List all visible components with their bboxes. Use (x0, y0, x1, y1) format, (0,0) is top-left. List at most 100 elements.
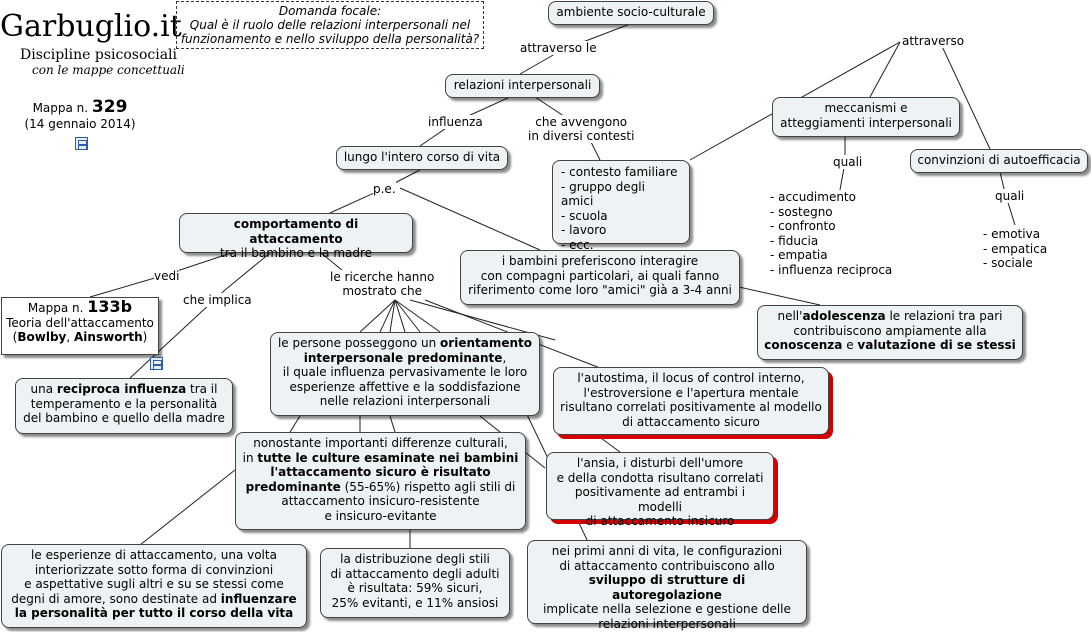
mappa133-paren: ( (12, 330, 18, 344)
map-number: Mappa n. 329 (20, 98, 140, 117)
node-primi-anni[interactable]: nei primi anni di vita, le configurazion… (527, 540, 807, 631)
reciproca-line3: del bambino e quello della madre (23, 411, 225, 425)
distribuzione-line3: è risultata: 59% sicuri, (347, 581, 483, 595)
reciproca-bold: reciproca influenza (56, 382, 187, 396)
persone-bold: orientamento (440, 336, 533, 350)
persone-line5: nelle relazioni interpersonali (319, 394, 491, 408)
node-adolescenza[interactable]: nell'adolescenza le relazioni tra pari c… (757, 305, 1023, 360)
list-autoefficacia: - emotiva - empatica - sociale (983, 227, 1047, 271)
link-che-implica: che implica (183, 293, 252, 307)
nonostante-text: in (242, 450, 258, 465)
node-lungo-corso[interactable]: lungo l'intero corso di vita (336, 146, 508, 170)
reciproca-text: una (30, 382, 57, 396)
mappa133-title: Teoria dell'attaccamento (6, 315, 154, 330)
distribuzione-line4: 25% evitanti, e 11% ansiosi (331, 595, 499, 610)
link-pe: p.e. (373, 182, 396, 196)
nonostante-line6: e insicuro-evitante (324, 508, 437, 523)
map-number-value: 329 (91, 97, 128, 117)
concept-map-icon[interactable] (150, 357, 163, 370)
node-meccanismi[interactable]: meccanismi e atteggiamenti interpersonal… (772, 97, 960, 137)
link-quali-convinzioni: quali (995, 189, 1025, 203)
adolescenza-text: e (842, 338, 858, 352)
nonostante-bold: tutte le culture esaminate nei bambini (257, 450, 519, 465)
mappa133-paren: ) (142, 330, 148, 344)
site-logo-subtitle: Discipline psicosociali (20, 47, 178, 63)
nonostante-line1: nonostante importanti differenze cultura… (253, 436, 508, 450)
bambini-line1: i bambini preferiscono interagire (501, 254, 699, 268)
distribuzione-line2: di attaccamento degli adulti (330, 566, 500, 581)
link-che-avvengono: che avvengono in diversi contesti (528, 115, 635, 143)
node-ansia[interactable]: l'ansia, i disturbi dell'umore e della c… (546, 452, 774, 528)
node-comportamento[interactable]: comportamento di attaccamento tra il bam… (179, 213, 413, 260)
adolescenza-text: nell' (777, 309, 803, 323)
focal-question: Domanda focale: Qual è il ruolo delle re… (176, 1, 484, 49)
persone-text: le persone posseggono un (277, 336, 441, 350)
ansia-line3: positivamente ad entrambi i modelli (574, 485, 746, 514)
focal-question-label: Domanda focale: (278, 4, 382, 18)
nonostante-bold: l'attaccamento sicuro è risultato (270, 465, 491, 479)
link-ricerche-1: le ricerche hanno (330, 270, 435, 284)
nonostante-line5: attaccamento insicuro-resistente (281, 494, 480, 508)
persone-line3: il quale influenza pervasivamente le lor… (282, 365, 528, 379)
contesto-item: - ecc. (561, 237, 594, 252)
ansia-line1: l'ansia, i disturbi dell'umore (576, 456, 744, 470)
node-ambiente[interactable]: ambiente socio-culturale (548, 1, 714, 25)
adolescenza-line2: contribuiscono ampiamente alla (793, 323, 987, 338)
link-ricerche-2: mostrato che (342, 284, 423, 298)
concept-map-icon[interactable] (75, 137, 88, 150)
node-convinzioni[interactable]: convinzioni di autoefficacia (910, 149, 1088, 173)
mappa133-label: Mappa n. (27, 301, 84, 315)
site-logo-title: Garbuglio.it (0, 9, 182, 44)
reciproca-text: tra il (186, 382, 218, 396)
esperienze-text: degni di amore, sono destinate ad (11, 591, 221, 606)
persone-line4: esperienze affettive e la soddisfazione (289, 379, 521, 394)
primi-line1: nei primi anni di vita, le configurazion… (551, 544, 783, 558)
contesto-item: - scuola (561, 208, 608, 223)
meccanismi-item: - fiducia (770, 233, 819, 248)
node-mappa-133b[interactable]: Mappa n. 133b Teoria dell'attaccamento (… (1, 297, 159, 355)
autoefficacia-item: - sociale (983, 256, 1033, 270)
link-che-avvengono-1: che avvengono (535, 115, 628, 129)
primi-line2: di attaccamento contribuiscono allo (559, 558, 775, 573)
reciproca-line2: temperamento e la personalità (30, 396, 218, 411)
node-distribuzione[interactable]: la distribuzione degli stili di attaccam… (320, 548, 510, 618)
node-relazioni[interactable]: relazioni interpersonali (445, 74, 600, 98)
adolescenza-bold: adolescenza (802, 309, 886, 323)
autoefficacia-item: - empatica (983, 241, 1048, 256)
primi-bold: sviluppo di strutture di autoregolazione (588, 573, 746, 602)
node-orientamento[interactable]: le persone posseggono un orientamento in… (270, 332, 540, 416)
node-bambini-amici[interactable]: i bambini preferiscono interagire con co… (460, 250, 740, 305)
node-esperienze[interactable]: le esperienze di attaccamento, una volta… (1, 544, 307, 628)
comportamento-sub: tra il bambino e la madre (219, 246, 373, 260)
link-quali-meccanismi: quali (833, 155, 863, 169)
mappa133-sep: , (66, 330, 75, 344)
node-autostima[interactable]: l'autostima, il locus of control interno… (553, 367, 829, 435)
adolescenza-text: le relazioni tra pari (885, 309, 1003, 323)
link-ricerche: le ricerche hanno mostrato che (330, 270, 435, 298)
contesto-item: - gruppo degli amici (561, 179, 645, 209)
esperienze-line1: le esperienze di attaccamento, una volta (31, 548, 277, 562)
node-contesti[interactable]: - contesto familiare - gruppo degli amic… (552, 160, 690, 252)
contesto-item: - lavoro (561, 223, 607, 237)
focal-question-line2: funzionamento e nello sviluppo della per… (180, 32, 480, 46)
focal-question-line1: Qual è il ruolo delle relazioni interper… (189, 18, 471, 32)
list-meccanismi: - accudimento - sostegno - confronto - f… (770, 190, 892, 277)
meccanismi-line1: meccanismi e (824, 101, 908, 115)
contesto-item: - contesto familiare (561, 165, 678, 179)
node-attaccamento-sicuro[interactable]: nonostante importanti differenze cultura… (235, 432, 526, 530)
ansia-line2: e della condotta risultano correlati (556, 470, 764, 485)
adolescenza-bold: valutazione di se stessi (857, 338, 1016, 352)
autostima-line4: di attaccamento sicuro (622, 414, 760, 429)
adolescenza-bold: conoscenza (764, 338, 843, 352)
meccanismi-item: - accudimento (770, 190, 856, 204)
node-reciproca-influenza[interactable]: una reciproca influenza tra il temperame… (15, 378, 233, 434)
meccanismi-item: - influenza reciproca (770, 262, 893, 277)
distribuzione-line1: la distribuzione degli stili (340, 552, 490, 566)
link-vedi: vedi (154, 269, 180, 283)
esperienze-bold: influenzare (220, 591, 297, 606)
link-che-avvengono-2: in diversi contesti (528, 129, 635, 143)
link-attraverso-le: attraverso le (520, 41, 597, 55)
bambini-line2: con compagni particolari, ai quali fanno (480, 268, 720, 283)
esperienze-line2: interiorizzate sotto forma di convinzion… (34, 562, 274, 577)
mappa133-number: 133b (87, 297, 133, 316)
